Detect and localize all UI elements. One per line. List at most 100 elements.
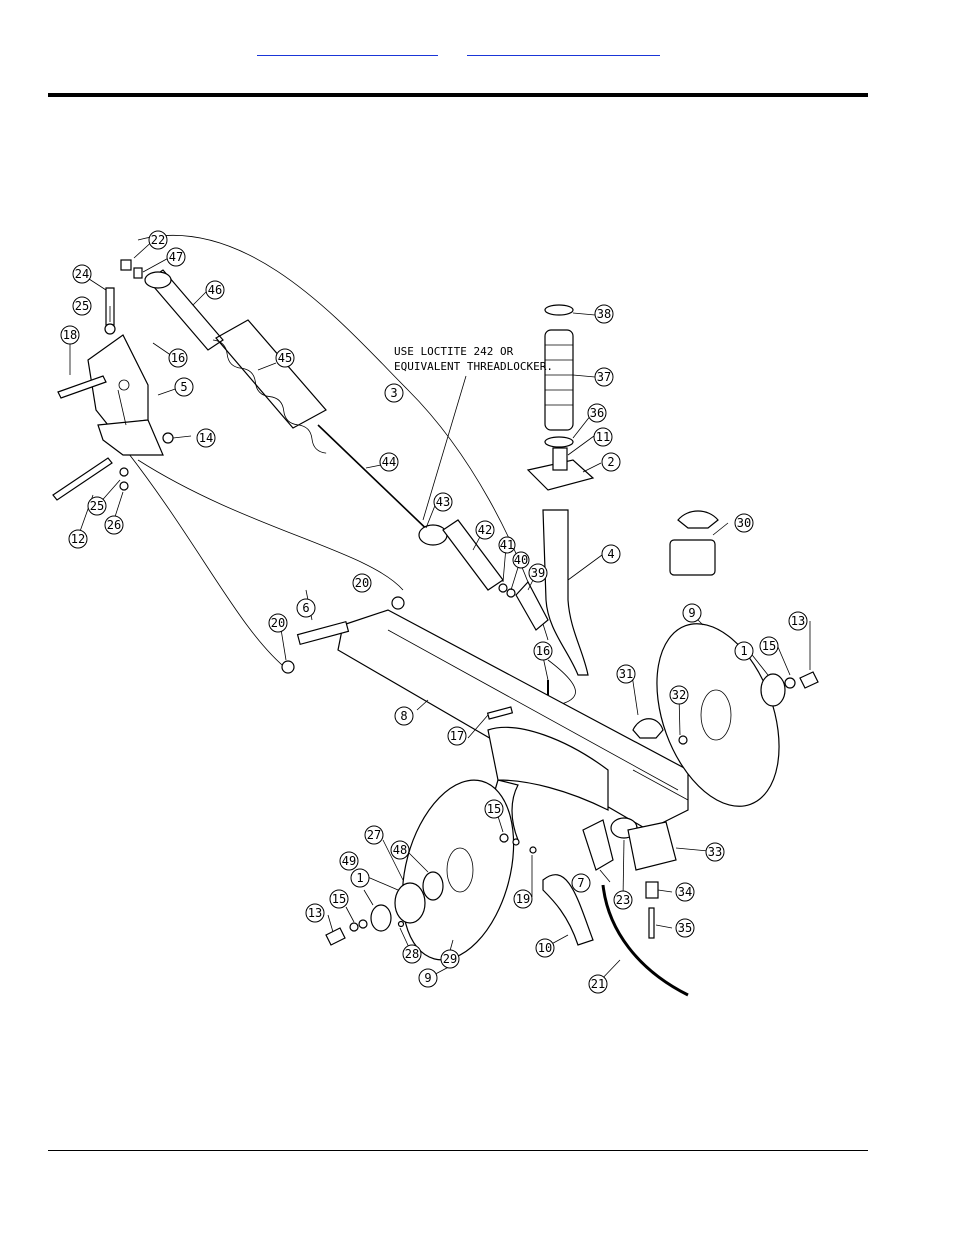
pin-32 — [678, 735, 688, 745]
callout-26: 26 — [104, 515, 124, 535]
tube-21 — [601, 884, 689, 997]
svg-text:13: 13 — [308, 906, 322, 920]
nut-26 — [119, 481, 129, 491]
svg-text:31: 31 — [619, 667, 633, 681]
washer-41 — [498, 583, 508, 593]
pin-18 — [57, 375, 107, 399]
footer-rule — [48, 1150, 868, 1151]
svg-text:15: 15 — [332, 892, 346, 906]
svg-text:15: 15 — [762, 639, 776, 653]
hitch-bracket — [87, 334, 164, 456]
header-link-2[interactable] — [467, 37, 660, 56]
svg-text:29: 29 — [443, 952, 457, 966]
callout-15b: 15 — [484, 799, 504, 819]
callout-17: 17 — [447, 726, 467, 746]
callout-20a: 20 — [352, 573, 372, 593]
arc-link-20-left — [117, 439, 289, 671]
svg-text:12: 12 — [71, 532, 85, 546]
svg-text:14: 14 — [199, 431, 213, 445]
bushing-20b — [391, 596, 405, 610]
callout-44: 44 — [379, 452, 399, 472]
callout-39: 39 — [528, 563, 548, 583]
svg-text:40: 40 — [514, 553, 528, 567]
clevis-39 — [515, 580, 549, 631]
pin-28 — [397, 920, 405, 928]
scraper-10 — [542, 874, 594, 946]
callout-15a: 15 — [759, 636, 779, 656]
boot-collar — [552, 447, 568, 471]
callout-7: 7 — [571, 873, 591, 893]
svg-text:8: 8 — [400, 709, 407, 723]
callout-37: 37 — [594, 367, 614, 387]
block-33 — [627, 821, 677, 871]
spring-34 — [645, 881, 659, 899]
svg-text:39: 39 — [531, 566, 545, 580]
svg-text:33: 33 — [708, 845, 722, 859]
svg-text:30: 30 — [737, 516, 751, 530]
washer-25a — [104, 323, 116, 335]
callout-40: 40 — [512, 551, 530, 569]
callouts: 22 47 24 46 25 18 16 45 5 3 14 44 25 12 … — [60, 230, 808, 994]
parts-diagram: USE LOCTITE 242 OR EQUIVALENT THREADLOCK… — [52, 230, 819, 997]
bolt-12 — [52, 457, 113, 501]
washer-15b — [499, 833, 509, 843]
callout-18: 18 — [60, 325, 80, 345]
svg-text:22: 22 — [151, 233, 165, 247]
svg-text:9: 9 — [424, 971, 431, 985]
callout-36: 36 — [587, 403, 607, 423]
svg-text:16: 16 — [171, 351, 185, 365]
svg-text:27: 27 — [367, 828, 381, 842]
callout-1b: 1 — [350, 868, 370, 888]
callout-19: 19 — [513, 889, 533, 909]
threaded-rod-44 — [317, 424, 439, 541]
boot-7 — [582, 819, 614, 871]
spring-45 — [212, 319, 327, 454]
note-line-2: EQUIVALENT THREADLOCKER. — [394, 360, 553, 373]
svg-text:35: 35 — [678, 921, 692, 935]
disc-9-left — [401, 779, 515, 961]
svg-text:19: 19 — [516, 892, 530, 906]
callout-5: 5 — [174, 377, 194, 397]
spring-rod-46 — [144, 269, 224, 351]
bolt-35 — [648, 907, 655, 939]
bushing-20a — [281, 660, 295, 674]
callout-13b: 13 — [305, 903, 325, 923]
handle-30 — [669, 510, 719, 576]
callout-32: 32 — [669, 685, 689, 705]
svg-text:7: 7 — [577, 876, 584, 890]
header-link-1[interactable] — [257, 37, 438, 56]
svg-text:41: 41 — [500, 538, 514, 552]
callout-15c: 15 — [329, 889, 349, 909]
callout-20b: 20 — [268, 613, 288, 633]
callout-46: 46 — [205, 280, 225, 300]
callout-25b: 25 — [87, 496, 107, 516]
clamp-38 — [544, 304, 574, 316]
bearing-1b — [370, 904, 392, 932]
svg-text:26: 26 — [107, 518, 121, 532]
callout-47: 47 — [166, 247, 186, 267]
svg-text:13: 13 — [791, 614, 805, 628]
svg-text:36: 36 — [590, 406, 604, 420]
pin-17 — [486, 706, 514, 720]
callout-6: 6 — [296, 598, 316, 618]
callout-43: 43 — [433, 492, 453, 512]
svg-text:3: 3 — [390, 386, 397, 400]
callout-30: 30 — [734, 513, 754, 533]
callout-29: 29 — [440, 949, 460, 969]
callout-24: 24 — [72, 264, 92, 284]
callout-11: 11 — [593, 427, 613, 447]
callout-33: 33 — [705, 842, 725, 862]
svg-text:15: 15 — [487, 802, 501, 816]
svg-text:9: 9 — [688, 606, 695, 620]
bolt-13a — [799, 671, 819, 689]
threadlocker-note: USE LOCTITE 242 OR EQUIVALENT THREADLOCK… — [394, 345, 553, 521]
svg-text:17: 17 — [450, 729, 464, 743]
callout-9b: 9 — [418, 968, 438, 988]
svg-text:5: 5 — [180, 380, 187, 394]
bolt-13b — [325, 927, 346, 946]
callout-22: 22 — [148, 230, 168, 250]
callout-10: 10 — [535, 938, 555, 958]
svg-text:44: 44 — [382, 455, 396, 469]
svg-text:16: 16 — [536, 644, 550, 658]
callout-48: 48 — [390, 840, 410, 860]
